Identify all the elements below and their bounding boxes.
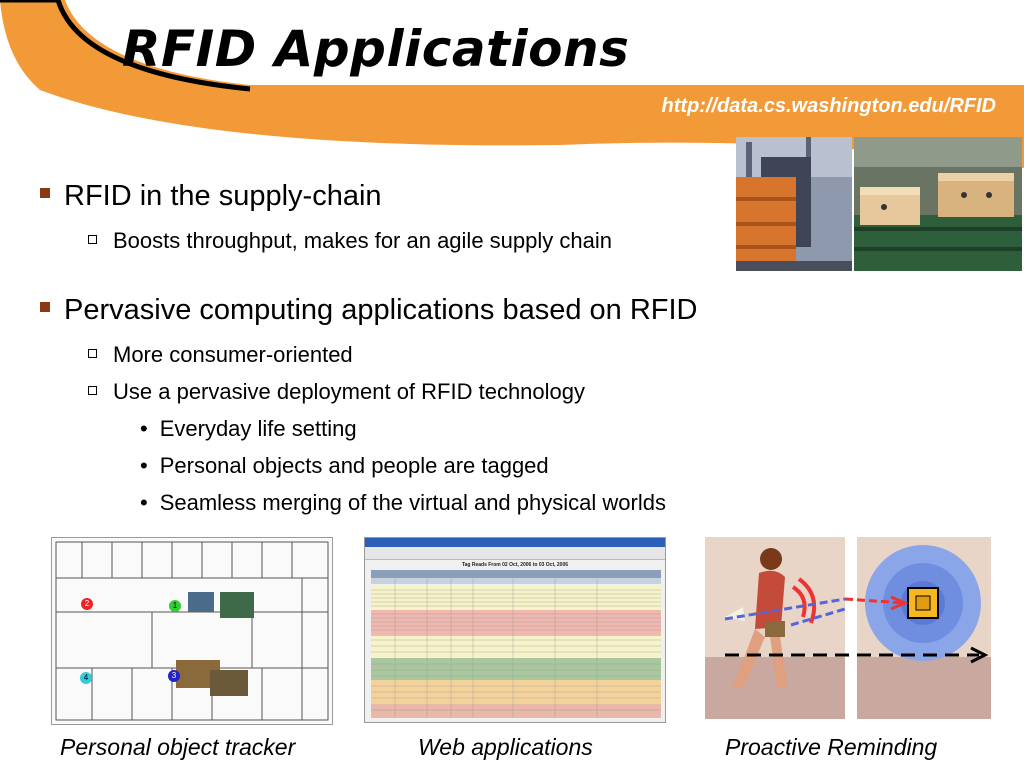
sub-bullet-deployment: Use a pervasive deployment of RFID techn… <box>88 379 585 405</box>
square-bullet-icon <box>40 302 50 313</box>
slide-title: RFID Applications <box>122 20 630 78</box>
browser-page-title: Tag Reads From 02 Oct, 2006 to 03 Oct, 2… <box>461 562 569 568</box>
sub-sub-bullet-tagged: •Personal objects and people are tagged <box>140 453 549 478</box>
tag-read-table <box>371 570 661 718</box>
marker-3: 3 <box>168 670 180 682</box>
dot-bullet-icon: • <box>140 490 148 515</box>
conveyor-photo <box>854 137 1022 271</box>
checkbox-bullet-icon <box>88 385 97 395</box>
browser-toolbar <box>365 547 665 560</box>
source-url: http://data.cs.washington.edu/RFID <box>661 95 996 117</box>
dot-bullet-icon: • <box>140 453 148 478</box>
marker-1: 1 <box>169 600 181 612</box>
caption-web-applications: Web applications <box>418 734 593 760</box>
checkbox-bullet-icon <box>88 348 97 358</box>
marker-4: 4 <box>80 672 92 684</box>
dot-bullet-icon: • <box>140 416 148 441</box>
caption-object-tracker: Personal object tracker <box>60 734 296 760</box>
header-swoosh <box>0 0 1024 168</box>
floor-plan-image: 2 1 3 4 <box>51 537 333 725</box>
bullet-pervasive-computing: Pervasive computing applications based o… <box>40 294 698 327</box>
sub-sub-bullet-merging: •Seamless merging of the virtual and phy… <box>140 490 666 515</box>
bullet-supply-chain: RFID in the supply-chain <box>40 180 382 213</box>
browser-titlebar <box>365 538 665 547</box>
sub-bullet-consumer: More consumer-oriented <box>88 342 353 368</box>
web-app-screenshot: Tag Reads From 02 Oct, 2006 to 03 Oct, 2… <box>364 537 666 723</box>
warehouse-photo <box>736 137 852 271</box>
checkbox-bullet-icon <box>88 234 97 244</box>
marker-2: 2 <box>81 598 93 610</box>
caption-proactive-reminding: Proactive Reminding <box>725 734 938 760</box>
sub-bullet-throughput: Boosts throughput, makes for an agile su… <box>88 228 612 254</box>
reminding-illustration <box>705 537 991 719</box>
sub-sub-bullet-everyday: •Everyday life setting <box>140 416 357 441</box>
square-bullet-icon <box>40 188 50 199</box>
